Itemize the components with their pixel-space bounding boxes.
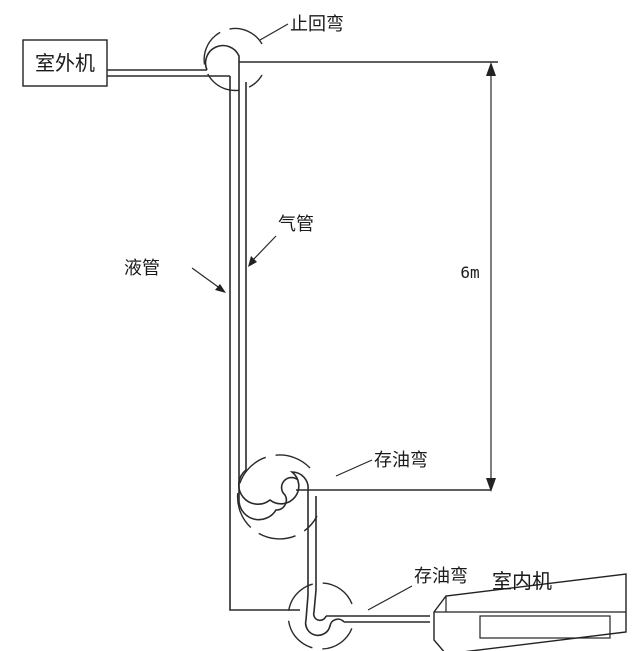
check-bend-label: 止回弯: [290, 14, 344, 35]
oil-trap-lower: [287, 582, 430, 650]
liquid-pipe-label: 液管: [124, 258, 160, 279]
liquid-pipe: [229, 76, 300, 611]
check-bend-leader: [259, 23, 289, 41]
outdoor-connection-pipes: [107, 69, 230, 77]
oil-trap-lower-leader: [367, 585, 413, 611]
check-bend: [203, 27, 498, 470]
height-label: 6m: [460, 263, 479, 282]
oil-trap-upper-label: 存油弯: [374, 450, 428, 471]
outdoor-unit-label: 室外机: [35, 51, 95, 75]
outdoor-unit: 室外机: [22, 39, 108, 87]
oil-trap-lower-label: 存油弯: [414, 566, 468, 587]
indoor-unit: [433, 573, 627, 651]
oil-trap-upper-leader: [335, 459, 373, 477]
gas-pipe-label: 气管: [278, 214, 314, 235]
oil-trap-upper: [236, 454, 491, 595]
indoor-unit-label: 室内机: [492, 569, 552, 593]
gas-pipe-arrow: [248, 235, 277, 267]
height-dimension: [486, 62, 496, 492]
liquid-pipe-arrow: [191, 267, 226, 293]
